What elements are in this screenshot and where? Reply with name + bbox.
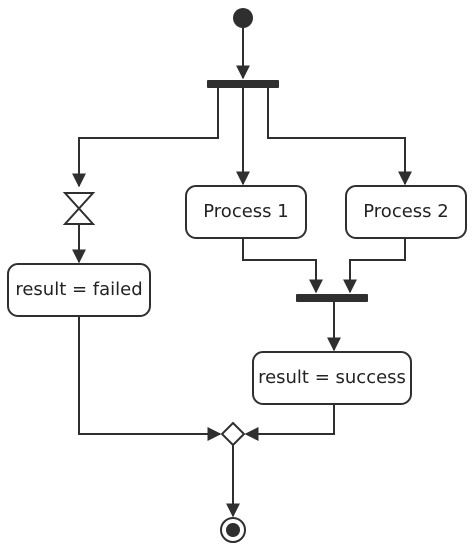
edge-process2-to-join [343,238,406,294]
edge-success-to-merge [244,404,335,441]
edge-process1-to-join [242,238,323,294]
process-1-label: Process 1 [203,201,288,222]
edge-fork-to-process2 [267,88,412,186]
join-bar [296,294,368,302]
process-1-node: Process 1 [185,185,307,239]
start-node [233,8,253,28]
result-success-node: result = success [252,351,412,405]
fork-bar [207,80,279,88]
result-failed-label: result = failed [15,279,142,300]
result-failed-node: result = failed [7,263,151,317]
edge-failed-to-merge [78,316,222,441]
merge-diamond [220,421,246,447]
end-node [220,517,246,543]
process-2-node: Process 2 [345,185,467,239]
process-2-label: Process 2 [363,201,448,222]
hourglass-timer-icon [62,192,96,225]
result-success-label: result = success [258,367,406,388]
edge-fork-to-timer [72,88,219,188]
